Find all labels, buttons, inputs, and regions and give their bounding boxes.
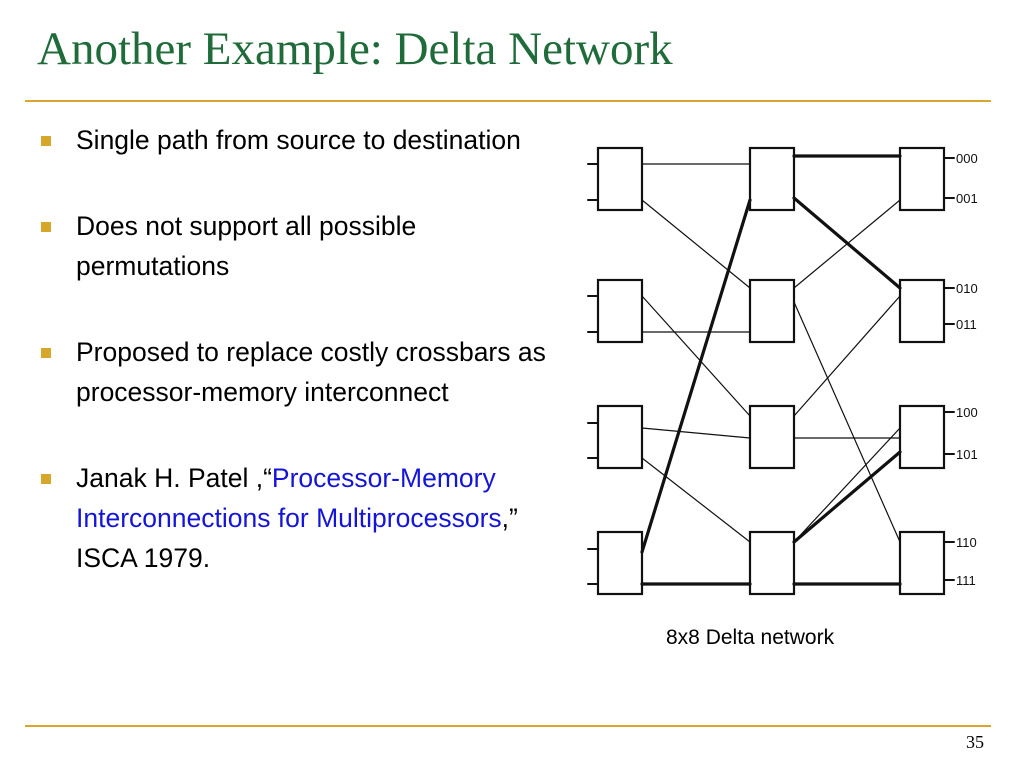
input-stubs bbox=[587, 163, 599, 585]
bullet-marker-icon bbox=[41, 474, 51, 484]
switch-boxes bbox=[596, 146, 946, 596]
bullet-text: Single path from source to destination bbox=[76, 125, 521, 155]
figure-caption: 8x8 Delta network bbox=[666, 626, 835, 649]
page-number: 35 bbox=[966, 732, 984, 752]
stage1-stage2-links bbox=[641, 163, 751, 543]
stage1-stage2-bold-links bbox=[640, 198, 752, 586]
delta-network-diagram: 000 001 010 011 100 101 110 111 bbox=[587, 146, 978, 596]
output-label: 100 bbox=[956, 405, 978, 420]
bullet-item: Proposed to replace costly crossbars as … bbox=[38, 332, 568, 412]
paper-title-link[interactable]: Processor-Memory Interconnections for Mu… bbox=[76, 463, 502, 533]
bullet-item: Does not support all possible permutatio… bbox=[38, 206, 568, 286]
output-label: 001 bbox=[956, 191, 978, 206]
citation-prefix: Janak H. Patel ,“ bbox=[76, 463, 272, 493]
bullet-text: Does not support all possible permutatio… bbox=[76, 211, 417, 281]
output-label: 110 bbox=[956, 535, 977, 550]
bullet-marker-icon bbox=[41, 222, 51, 232]
output-stubs bbox=[943, 157, 955, 581]
slide-title: Another Example: Delta Network bbox=[37, 23, 673, 75]
output-label: 111 bbox=[956, 573, 976, 588]
title-divider bbox=[25, 100, 991, 102]
stage2-stage3-links bbox=[793, 199, 901, 543]
citation-suffix: ,” ISCA 1979. bbox=[76, 503, 518, 573]
output-label: 101 bbox=[956, 447, 978, 462]
output-label: 011 bbox=[956, 317, 977, 332]
bullet-list: Single path from source to destination D… bbox=[38, 120, 568, 578]
output-label: 000 bbox=[956, 151, 978, 166]
stage2-stage3-bold-links bbox=[792, 154, 902, 586]
output-label: 010 bbox=[956, 281, 978, 296]
bullet-item: Single path from source to destination bbox=[38, 120, 568, 160]
bullet-marker-icon bbox=[41, 348, 51, 358]
bullet-item: Janak H. Patel ,“Processor-Memory Interc… bbox=[38, 458, 568, 578]
footer-divider bbox=[25, 725, 991, 727]
bullet-text: Proposed to replace costly crossbars as … bbox=[76, 337, 546, 407]
bullet-marker-icon bbox=[41, 136, 51, 146]
